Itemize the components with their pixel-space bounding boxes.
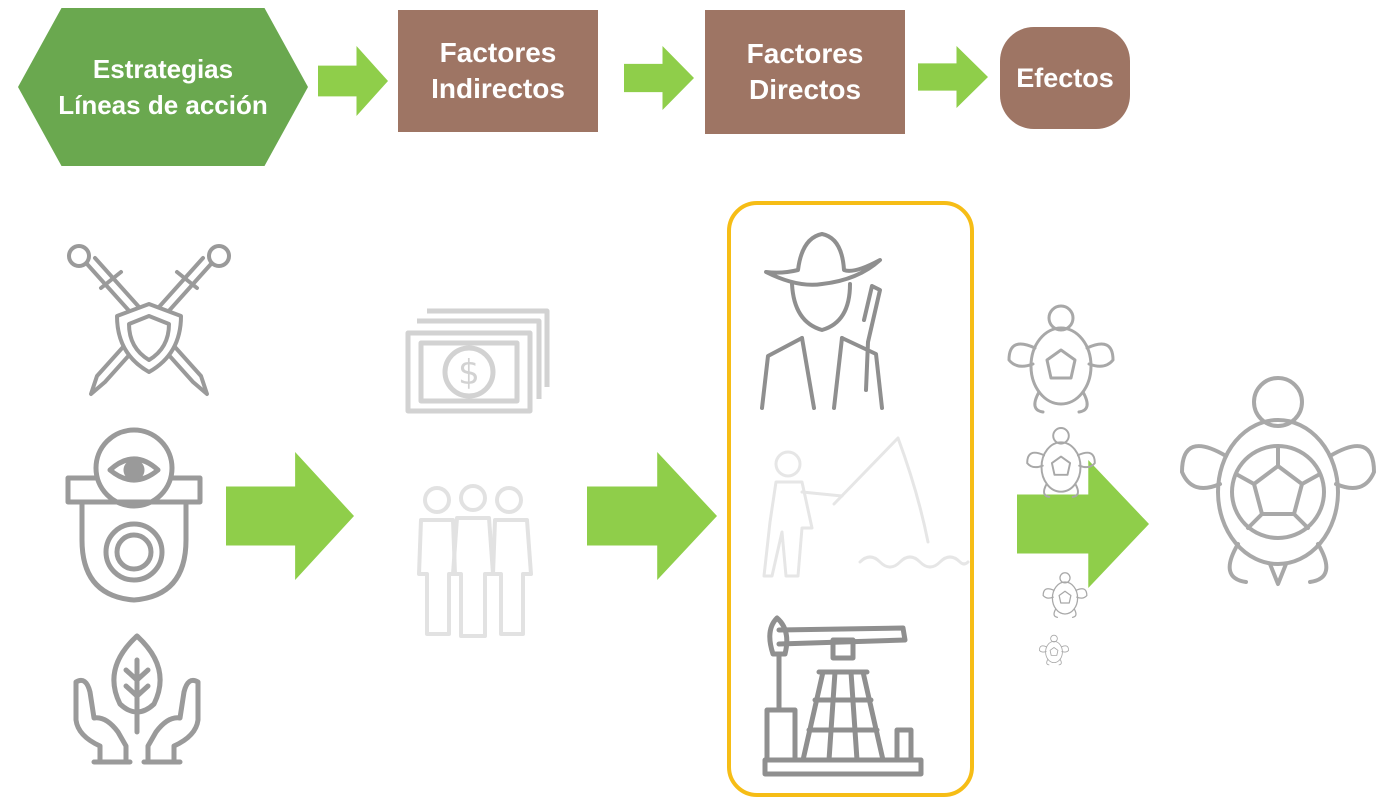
flow-arrow-2: [587, 452, 717, 580]
strategies-label-line1: Estrategias: [92, 54, 234, 84]
header-arrow-2: [624, 46, 694, 110]
direct-label-line1: Factores: [746, 38, 864, 69]
oil-pump-icon: [762, 610, 924, 782]
svg-text:$: $: [458, 353, 480, 393]
hands-leaf-icon: [66, 628, 208, 766]
flow-arrow-1: [226, 452, 354, 580]
small-turtles-icon: [1002, 302, 1120, 672]
header-arrow-1: [318, 46, 388, 116]
large-turtle-icon: [1180, 374, 1376, 596]
money-stack-icon: $: [405, 307, 551, 415]
strategies-hexagon: Estrategias Líneas de acción: [18, 8, 308, 166]
cowboy-hunter-icon: [758, 230, 886, 412]
direct-factors-highlight: [727, 201, 974, 797]
fisherman-icon: [758, 432, 970, 580]
indirect-label-line1: Factores: [439, 37, 557, 68]
strategies-label-line2: Líneas de acción: [58, 90, 268, 120]
direct-factors-box: Factores Directos: [705, 10, 905, 134]
surveillance-badge-icon: [60, 420, 208, 606]
swords-shield-icon: [65, 242, 233, 400]
people-group-icon: [413, 484, 537, 638]
indirect-label-line2: Indirectos: [431, 73, 565, 104]
effects-label: Efectos: [1016, 63, 1114, 93]
header-arrow-3: [918, 46, 988, 108]
direct-label-line2: Directos: [748, 74, 862, 105]
effects-box: Efectos: [1000, 27, 1130, 129]
indirect-factors-box: Factores Indirectos: [398, 10, 598, 132]
